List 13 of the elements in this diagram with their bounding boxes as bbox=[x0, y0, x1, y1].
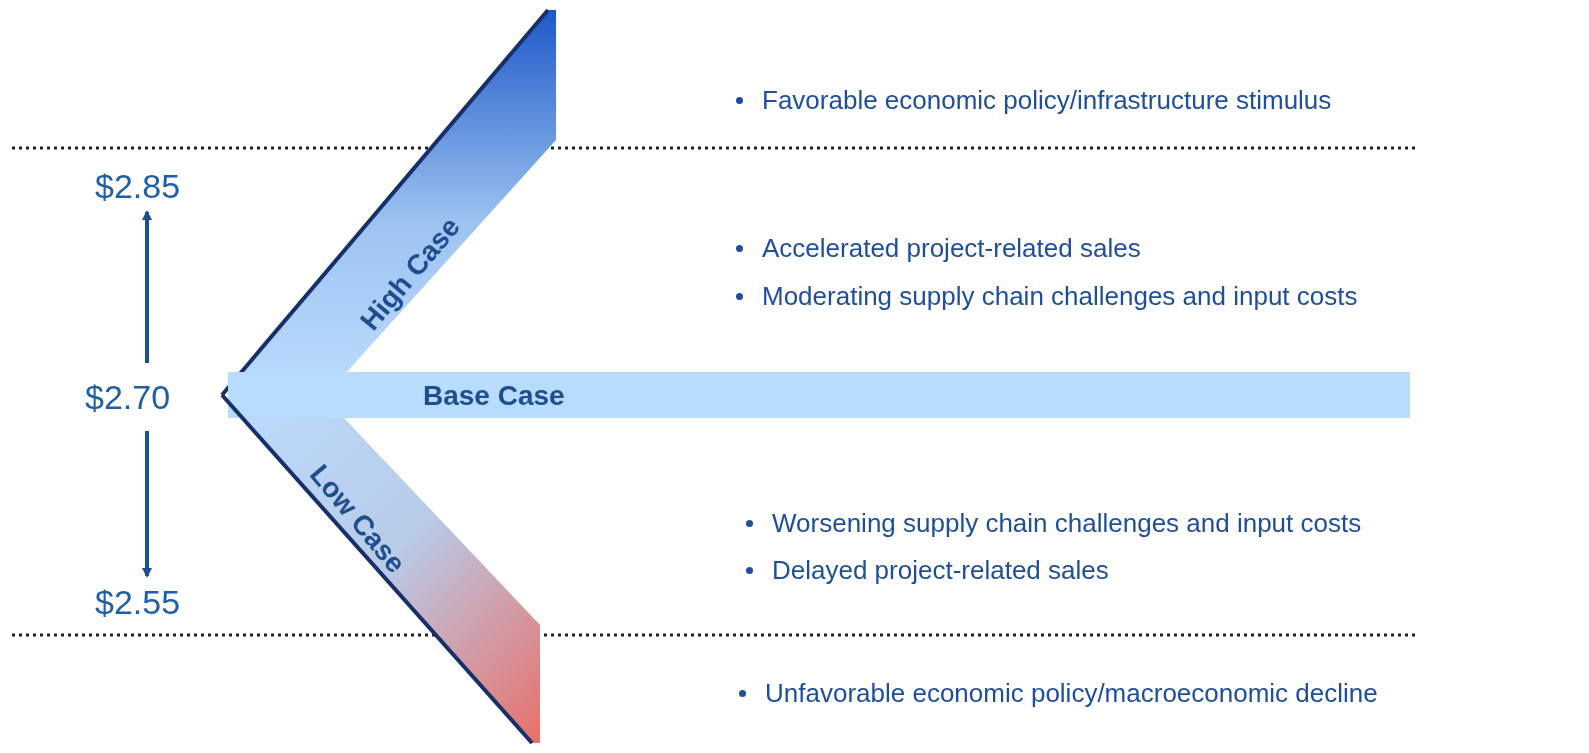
band-label: Base Case bbox=[423, 380, 565, 412]
driver-text: Favorable economic policy/infrastructure stimulus bbox=[762, 84, 1332, 116]
driver-text: Worsening supply chain challenges and input costs bbox=[772, 507, 1362, 539]
scenario-band bbox=[228, 372, 1412, 420]
driver-text: Moderating supply chain challenges and input costs bbox=[762, 280, 1358, 312]
price-value: $2.70 bbox=[85, 377, 171, 417]
price-value: $2.55 bbox=[95, 582, 181, 622]
price-value: $2.85 bbox=[95, 166, 181, 206]
arrow bbox=[142, 431, 152, 578]
arrow bbox=[142, 210, 152, 363]
driver-text: Unfavorable economic policy/macroeconomic decline bbox=[765, 677, 1378, 709]
driver-text: Accelerated project-related sales bbox=[762, 232, 1141, 264]
driver-text: Delayed project-related sales bbox=[772, 554, 1109, 586]
